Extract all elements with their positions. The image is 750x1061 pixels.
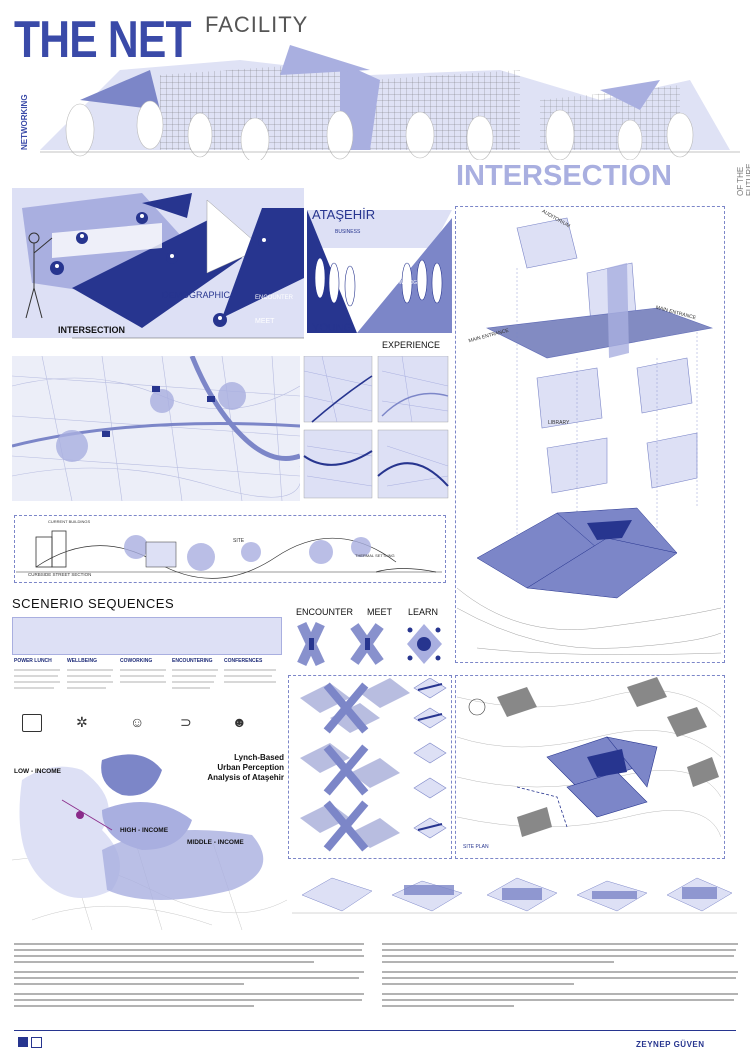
audience-icon: ☻ [232,714,247,730]
lynch-middle-income: MIDDLE - INCOME [187,839,244,846]
section-site-label: SITE [233,538,245,544]
magnet-icon: ⊃ [180,714,192,730]
scenario-item-title: COWORKING [120,658,153,664]
scenario-item-title: WELLBEING [67,658,97,664]
sparkle-icon: ✲ [76,714,88,730]
of-future-label: OF THE FUTURE [736,163,750,196]
concept-knowledge-label: KNOWLEDGE [388,280,421,286]
lynch-title-line: Analysis of Ataşehir [207,773,284,782]
axonometric-panel [455,206,725,663]
lynch-low-income: LOW - INCOME [14,768,61,775]
action-encounter-label: ENCOUNTER [296,607,354,617]
elevation-strip [292,877,737,914]
footer-mark-outline [31,1037,42,1048]
concept-atasehir-label: ATAŞEHİR [312,207,376,222]
section-right-note: THERMAL SETTLING [355,553,395,558]
site-plan-panel [455,675,725,859]
scenario-photo-strip [12,617,282,655]
scenario-item: CONFERENCES [224,658,280,664]
body-text-columns [14,943,738,1007]
scenario-item: POWER LUNCH [14,658,64,664]
concept-intersection-label: INTERSECTION [58,325,126,335]
action-learn-label: LEARN [408,607,439,617]
lynch-analysis-map [12,754,287,930]
scenario-item: ENCOUNTERING [172,658,222,664]
circulation-diagrams [300,678,447,852]
axonometric-exploded-drawing [457,217,721,655]
poster-title: THE NET [14,11,191,69]
concept-demographic-label: DEMOGRAPHIC [162,290,231,300]
section-caption: CURBSIDE STREET SECTION [28,572,92,577]
circulation-panel [288,675,452,859]
scenario-item-title: CONFERENCES [224,658,263,664]
lynch-title-line: Lynch-Based [234,753,284,762]
street-section-panel [14,515,446,583]
street-section-drawing [16,530,442,579]
concept-young-label: YOUNG [312,322,353,334]
lynch-high-income: HIGH - INCOME [120,827,169,834]
scenario-heading: SCENERIO SEQUENCES [12,596,175,611]
presentation-icon [22,714,42,732]
concept-business-label: BUSINESS [335,229,361,235]
site-plan-drawing [457,677,721,838]
scenario-icons: ✲ ☺ ⊃ ☻ [22,714,272,734]
lynch-title-line: Urban Perception [217,763,284,772]
concept-diagram [12,188,452,339]
group-icon: ☺ [130,714,145,730]
footer-mark-filled [18,1037,28,1047]
poster-subtitle: FACILITY [205,12,309,37]
scenario-text-lines [14,669,276,689]
site-context-map [12,356,300,501]
concept-encounter-label: ENCOUNTER [255,295,294,301]
lynch-title: Lynch-Based Urban Perception Analysis of… [192,753,284,783]
networking-label: NETWORKING [20,94,29,150]
author-name: ZEYNEP GÜVEN [636,1040,705,1049]
concept-experience-label: EXPERIENCE [382,340,441,350]
analysis-map-grid [303,356,449,499]
scenario-item: WELLBEING [67,658,117,664]
site-plan-label: SITE PLAN [463,844,489,850]
scenario-item-title: POWER LUNCH [14,658,52,664]
scenario-item: COWORKING [120,658,170,664]
action-meet-label: MEET [367,607,393,617]
footer-rule [14,1030,736,1031]
scenario-item-title: ENCOUNTERING [172,658,213,664]
hero-building-render [40,45,740,160]
intersection-heading: INTERSECTION [456,160,672,192]
axo-library-label: LIBRARY [548,420,570,426]
concept-meet-label: MEET [255,318,275,325]
action-symbols [297,621,442,667]
section-left-note: CURRENT BUILDINGS [48,519,91,524]
